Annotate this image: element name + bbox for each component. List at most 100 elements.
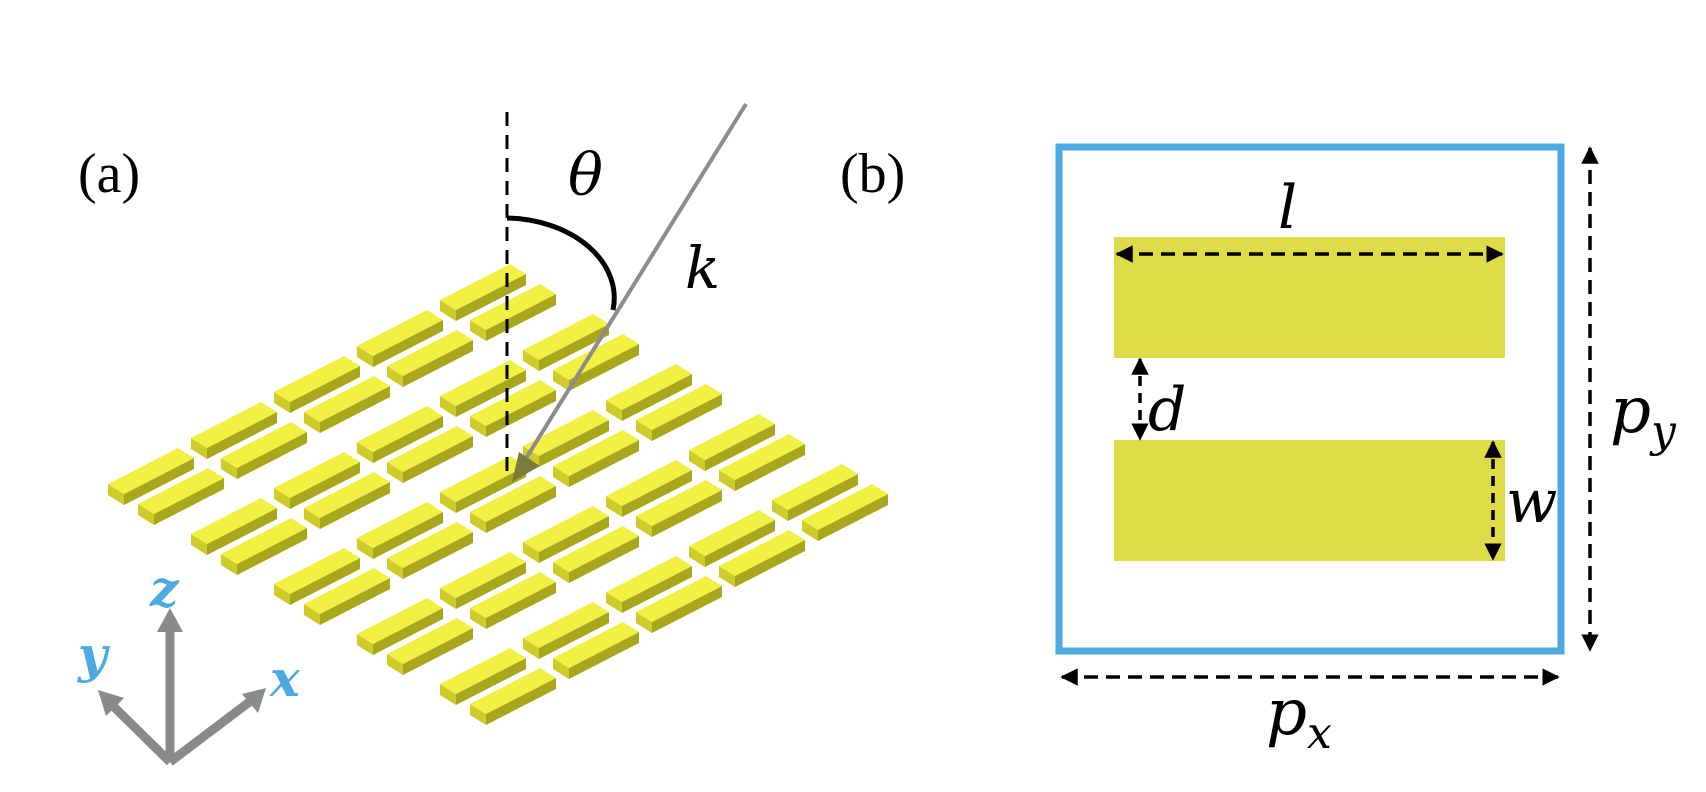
bar-front-face <box>456 658 526 705</box>
bar-side-face <box>470 704 486 725</box>
bar-top-face <box>274 548 360 594</box>
metasurface-bar <box>719 530 805 587</box>
bar-top-face <box>304 376 390 422</box>
z-axis-label: z <box>149 559 180 618</box>
bar-top-face <box>440 552 526 598</box>
bar-top-face <box>606 364 692 410</box>
bar-front-face <box>539 420 609 467</box>
metasurface-bar <box>440 552 526 609</box>
bar-front-face <box>403 532 473 579</box>
bar-side-face <box>357 346 373 367</box>
bar-side-face <box>636 420 652 441</box>
bar-side-face <box>689 546 705 567</box>
bar-side-face <box>274 488 290 509</box>
bar-top-face <box>387 426 473 472</box>
bar-top-face <box>802 484 888 530</box>
bar-side-face <box>802 520 818 541</box>
metasurface-bar <box>191 402 277 459</box>
bar-front-face <box>735 444 805 491</box>
bar-top-face <box>221 422 307 468</box>
bar-top-face <box>606 556 692 602</box>
metasurface-bar <box>274 548 360 605</box>
panel-a-label: (a) <box>78 143 140 205</box>
metasurface-bar <box>387 522 473 579</box>
metasurface-bar <box>470 572 556 629</box>
metasurface-bar <box>387 330 473 387</box>
metasurface-bar <box>357 598 443 655</box>
metasurface-bar <box>304 376 390 433</box>
bar-front-face <box>320 386 390 433</box>
bar-front-face <box>486 582 556 629</box>
bar-front-face <box>569 344 639 391</box>
metasurface-bar <box>304 472 390 529</box>
bar-side-face <box>719 470 735 491</box>
z-axis-arrowhead <box>157 608 183 632</box>
bar-top-face <box>606 460 692 506</box>
incidence-angle-arc <box>506 215 617 311</box>
bar-side-face <box>636 612 652 633</box>
metasurface-bar <box>191 498 277 555</box>
bar-front-face <box>539 612 609 659</box>
bar-top-face <box>523 506 609 552</box>
bar-front-face <box>237 528 307 575</box>
bar-side-face <box>387 654 403 675</box>
incident-wave-vector <box>523 102 748 462</box>
y-axis-arrowhead <box>98 690 124 716</box>
bar-front-face <box>788 474 858 521</box>
bar-top-face <box>689 510 775 556</box>
bar-side-face <box>440 588 456 609</box>
bar-top-face <box>523 602 609 648</box>
metasurface-bar <box>138 468 224 525</box>
bar-front-face <box>237 432 307 479</box>
bar-front-face <box>373 608 443 655</box>
metasurface-bar <box>470 668 556 725</box>
bar-front-face <box>456 562 526 609</box>
bar-side-face <box>553 658 569 679</box>
bar-top-face <box>636 480 722 526</box>
bar-top-face <box>191 498 277 544</box>
y-axis-label: y <box>77 625 110 684</box>
metasurface-bar <box>719 434 805 491</box>
bar-front-face <box>486 678 556 725</box>
metasurface-bar <box>440 456 526 513</box>
metasurface-bar <box>606 460 692 517</box>
metasurface-bar <box>357 406 443 463</box>
bar-top-face <box>470 476 556 522</box>
metasurface-bar <box>274 356 360 413</box>
bar-side-face <box>440 492 456 513</box>
bar-side-face <box>470 512 486 533</box>
panel-b: (b) l d w px py <box>840 143 1677 759</box>
bar-top-face <box>304 472 390 518</box>
bar-side-face <box>606 592 622 613</box>
panel-b-label: (b) <box>840 143 905 205</box>
bar-front-face <box>456 466 526 513</box>
bar-top-face <box>357 310 443 356</box>
bar-side-face <box>523 350 539 371</box>
bar-top-face <box>636 384 722 430</box>
bar-top-face <box>440 648 526 694</box>
bar-top-face <box>553 622 639 668</box>
x-axis-label: x <box>269 649 301 708</box>
bar-side-face <box>553 562 569 583</box>
bar-front-face <box>705 424 775 471</box>
bar-top-face <box>304 568 390 614</box>
bar-front-face <box>705 520 775 567</box>
metasurface-bar <box>440 360 526 417</box>
bar-front-face <box>320 482 390 529</box>
metasurface-bar <box>387 426 473 483</box>
bar-side-face <box>138 504 154 525</box>
bar-top-face <box>387 618 473 664</box>
bar-top-face <box>274 452 360 498</box>
bottom-bar <box>1114 440 1505 561</box>
bar-front-face <box>207 508 277 555</box>
bar-top-face <box>387 522 473 568</box>
metasurface-bar <box>553 430 639 487</box>
metasurface-bar <box>470 380 556 437</box>
metasurface-bar <box>523 506 609 563</box>
bar-side-face <box>387 558 403 579</box>
metasurface-bar <box>523 410 609 467</box>
k-label: k <box>685 234 720 302</box>
bar-side-face <box>719 566 735 587</box>
bar-front-face <box>539 516 609 563</box>
